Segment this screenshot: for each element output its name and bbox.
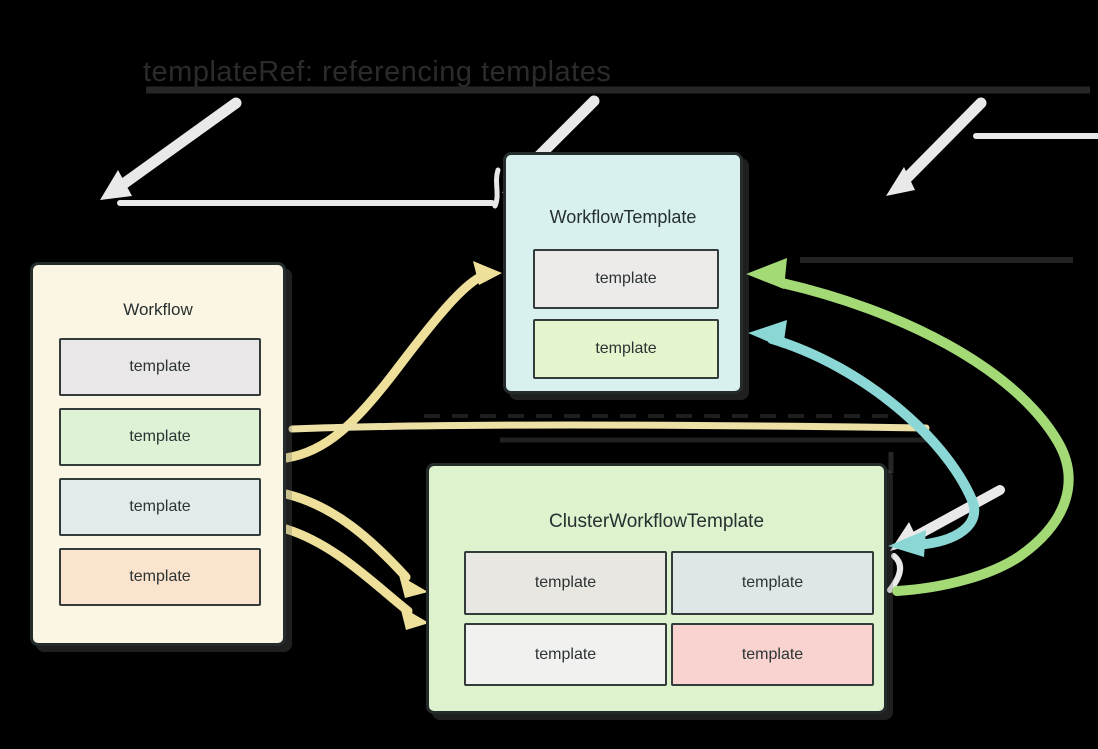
workflow-box-title: Workflow [123,300,193,319]
workflowtemplate-box: WorkflowTemplate template template [503,152,743,394]
workflow-template-row-2: template [59,408,261,466]
arrow-horizontal-reference [288,421,930,433]
cwt-row-2-col-2: template [671,623,874,686]
diagram-title: templateRef: referencing templates [143,56,612,88]
workflowtemplate-row-1: template [533,249,719,309]
workflow-template-row-3: template [59,478,261,536]
workflow-box: Workflow template template template temp… [30,262,286,646]
gray-arrow-cwt-shaft [900,485,1005,547]
gray-arrowhead-right [886,167,915,196]
workflowtemplate-box-title: WorkflowTemplate [549,207,697,227]
workflowtemplate-row-2: template [533,319,719,379]
clusterworkflowtemplate-box: ClusterWorkflowTemplate template templat… [426,463,887,714]
cwt-row-1-col-2: template [671,551,874,615]
arrow-workflow-to-cwt-lower [281,524,413,616]
gray-arrow-right-shaft [894,97,987,191]
gray-arrowhead-left [100,170,132,200]
gray-arrow-left-shaft [109,97,242,196]
gray-arrowhead-cwt [890,522,919,551]
arrow-workflow-to-workflowtemplate [281,272,485,463]
clusterworkflowtemplate-box-title: ClusterWorkflowTemplate [548,511,765,532]
gray-squiggle-wt-left [492,167,501,209]
arrowhead-workflow-to-cwt-lower [400,606,429,630]
cwt-row-1-col-1: template [464,551,667,615]
arrowhead-workflow-to-cwt-upper [399,575,428,598]
arrow-workflow-to-cwt-upper [281,489,411,582]
workflow-template-row-1: template [59,338,261,396]
arrowhead-workflow-to-workflowtemplate [473,261,502,285]
workflow-template-row-4: template [59,548,261,606]
arrowhead-teal-at-workflowtemplate [748,320,787,348]
arrowhead-green-at-workflowtemplate [746,258,787,289]
cwt-row-2-col-1: template [464,623,667,686]
gray-squiggle-cwt [887,553,904,593]
arrowhead-teal-at-cwt [888,530,926,557]
